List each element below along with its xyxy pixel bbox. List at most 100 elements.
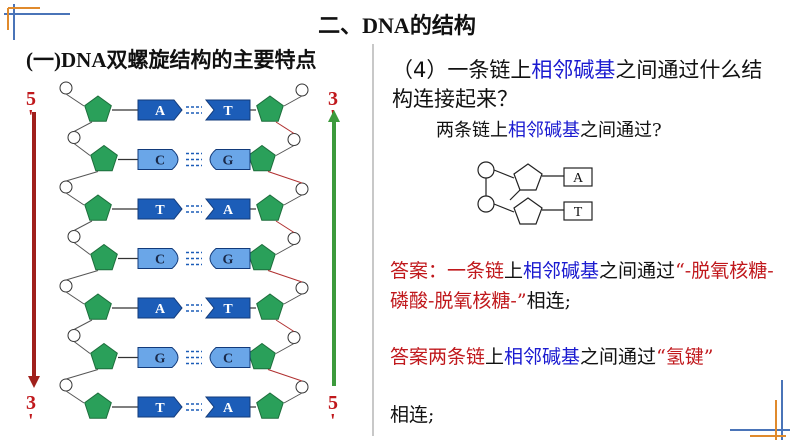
strand-label-top-right: 3	[328, 88, 338, 110]
answer-one: 答案：一条链上相邻碱基之间通过“-脱氧核糖-磷酸-脱氧核糖-”相连;	[390, 256, 782, 316]
base-left-2-shape	[137, 198, 183, 220]
prime-top-left: '	[28, 106, 34, 128]
strand-label-bottom-right: 5	[328, 392, 338, 414]
answer-two-highlight: 相邻碱基	[504, 346, 581, 368]
sugar-pentagon-top	[513, 163, 543, 191]
dna-double-helix-diagram: A T C G T A C G A T G C T A	[28, 81, 340, 419]
base-right-3-shape	[209, 248, 251, 269]
prime-bottom-right: '	[330, 410, 336, 432]
sugar-left	[84, 392, 112, 419]
base-left-6-label: T	[155, 401, 165, 416]
phosphate-circle-bottom	[477, 195, 495, 213]
sugar-left	[84, 293, 112, 320]
base-left-4-shape	[137, 297, 183, 319]
phosphate-left	[67, 230, 81, 243]
answer-two: 答案两条链上相邻碱基之间通过“氢键”	[390, 342, 782, 372]
arrowhead-left	[28, 376, 40, 388]
answer-two-part4: 之间通过	[580, 346, 657, 368]
base-left-2-label: T	[155, 203, 165, 218]
sugar-left	[90, 243, 118, 271]
sugar-right	[256, 293, 284, 320]
sugar-right	[248, 144, 276, 172]
sub-question-prefix: 两条链上	[436, 120, 508, 141]
column-divider	[372, 44, 374, 436]
sugar-right	[256, 392, 284, 419]
base-left-3-label: C	[155, 253, 165, 268]
answer-one-part2: 上	[504, 260, 524, 282]
base-left-0-shape	[137, 99, 183, 121]
phosphate-left	[67, 131, 81, 144]
answer-two-part2: 上	[485, 346, 505, 368]
sugar-right	[256, 194, 284, 221]
base-right-4-shape	[204, 297, 251, 319]
slide-title: 二、DNA的结构	[318, 13, 476, 38]
base-left-1-label: C	[155, 154, 165, 169]
phosphate-left	[59, 180, 73, 194]
answer-one-part4: 之间通过	[599, 260, 676, 282]
base-right-0-label: T	[223, 104, 233, 119]
question-prefix: （4）一条链上	[392, 58, 532, 82]
phosphate-left	[67, 329, 81, 342]
base-left-1-shape	[137, 149, 179, 170]
phosphate-right	[287, 232, 301, 245]
strand-label-top-left: 5	[26, 88, 36, 110]
sub-question-highlight: 相邻碱基	[508, 120, 580, 141]
answer-one-end: 相连;	[526, 290, 571, 312]
base-left-6-shape	[137, 396, 183, 418]
base-box-top	[563, 167, 593, 187]
answer-one-highlight: 相邻碱基	[523, 260, 600, 282]
sugar-pentagon-bottom	[513, 197, 543, 225]
question-suffix: 之间通过什么结构连接起来？	[392, 58, 763, 111]
base-right-2-shape	[204, 198, 251, 220]
base-left-4-label: A	[155, 302, 166, 317]
base-right-1-label: G	[223, 154, 234, 169]
arrowhead-right	[328, 110, 340, 122]
base-label-top: A	[573, 171, 584, 186]
base-right-3-label: G	[223, 253, 234, 268]
phosphate-right	[295, 281, 309, 295]
sugar-right	[248, 342, 276, 370]
answer-three: 相连;	[390, 404, 435, 426]
sub-question-suffix: 之间通过?	[580, 120, 662, 141]
sugar-left	[84, 95, 112, 122]
answer-two-bond: “氢键”	[656, 346, 714, 368]
answer-one-structure: “-脱氧核糖-磷酸-脱氧核糖-”	[390, 260, 774, 312]
answer-two-part1: 答案两条链	[390, 346, 486, 368]
base-right-6-label: A	[223, 401, 234, 416]
phosphate-right	[295, 83, 309, 97]
base-left-0-label: A	[155, 104, 166, 119]
base-right-2-label: A	[223, 203, 234, 218]
sugar-left	[90, 342, 118, 370]
phosphate-circle-top	[477, 161, 495, 179]
base-right-5-label: C	[223, 352, 233, 367]
prime-bottom-left: '	[28, 410, 34, 432]
base-right-5-shape	[209, 347, 251, 368]
base-right-6-shape	[204, 396, 251, 418]
question-highlight: 相邻碱基	[531, 58, 616, 82]
phosphate-right	[295, 182, 309, 196]
phosphate-left	[59, 378, 73, 392]
phosphate-left	[59, 81, 73, 95]
sugar-right	[256, 95, 284, 122]
phosphate-right	[287, 331, 301, 344]
base-left-3-shape	[137, 248, 179, 269]
phosphate-right	[287, 133, 301, 146]
sub-question-text: 两条链上相邻碱基之间通过?	[436, 116, 662, 142]
base-left-5-shape	[137, 347, 179, 368]
base-right-0-shape	[204, 99, 251, 121]
answer-one-part1: 答案：一条链	[390, 260, 505, 282]
base-left-5-label: G	[155, 352, 166, 367]
phosphate-left	[59, 279, 73, 293]
base-right-4-label: T	[223, 302, 233, 317]
strand-label-bottom-left: 3	[26, 392, 36, 414]
question-text: （4）一条链上相邻碱基之间通过什么结构连接起来？	[392, 56, 782, 114]
sugar-left	[84, 194, 112, 221]
nucleotide-pair-diagram: A T	[477, 161, 593, 225]
section-subtitle: (一)DNA双螺旋结构的主要特点	[26, 48, 317, 72]
base-box-bottom	[563, 201, 593, 221]
base-right-1-shape	[209, 149, 251, 170]
sugar-left	[90, 144, 118, 172]
base-label-bottom: T	[574, 205, 583, 220]
sugar-right	[248, 243, 276, 271]
